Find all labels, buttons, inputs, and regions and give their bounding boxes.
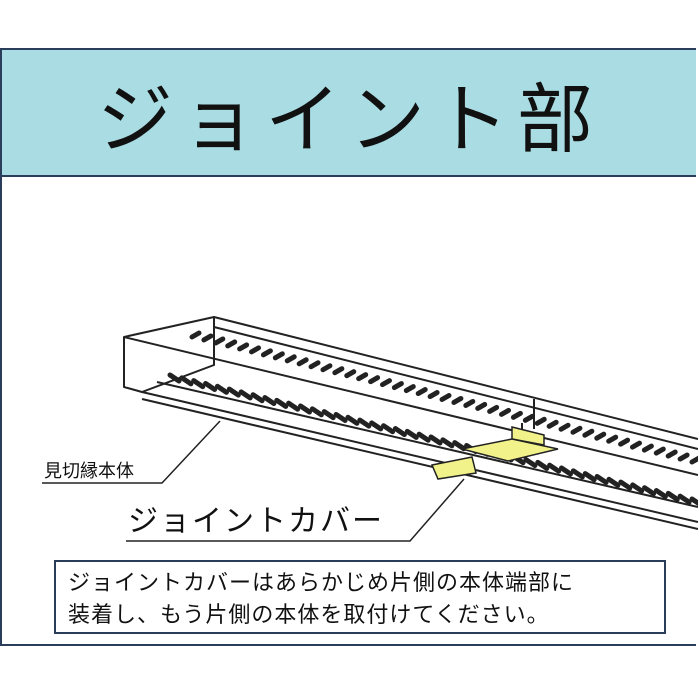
rib (689, 455, 698, 465)
rib (653, 446, 666, 456)
rib (321, 409, 336, 421)
rib (213, 336, 226, 346)
rib (487, 404, 500, 414)
note-line-1: ジョイントカバーはあらかじめ片側の本体端部に (68, 571, 575, 596)
rib (522, 413, 535, 423)
rib (308, 360, 321, 370)
rib (284, 354, 297, 364)
rib (381, 423, 396, 435)
rib (391, 381, 404, 391)
rib (415, 387, 428, 397)
rib (333, 411, 348, 423)
label-cover: ジョイントカバー (128, 504, 384, 539)
diagram-frame: ジョイント部 (0, 48, 698, 646)
rib (665, 449, 678, 459)
rib (356, 372, 369, 382)
rib (427, 390, 440, 400)
rib (499, 407, 512, 417)
rib (689, 496, 698, 507)
rib (379, 378, 392, 388)
rib (440, 437, 455, 449)
profile-body (123, 316, 698, 530)
instruction-note: ジョイントカバーはあらかじめ片側の本体端部に 装着し、もう片側の本体を取付けてく… (54, 560, 666, 634)
rib (665, 490, 680, 502)
rib (250, 392, 265, 404)
rib (368, 375, 381, 385)
rib (344, 369, 357, 379)
rib (428, 434, 443, 446)
rib (594, 431, 607, 441)
rib (594, 473, 609, 485)
rib (260, 348, 273, 358)
rib (345, 414, 360, 426)
rib (439, 393, 452, 402)
rib (618, 479, 633, 491)
rib (546, 419, 559, 429)
leader-lines (42, 420, 465, 542)
rib (274, 397, 289, 409)
rib (570, 425, 583, 435)
rib (547, 462, 562, 474)
rib (237, 342, 250, 352)
rib (262, 395, 277, 407)
rib (201, 333, 214, 343)
rib (535, 459, 550, 471)
rib (167, 372, 182, 384)
rib (582, 471, 597, 483)
rib (582, 428, 595, 438)
rib (226, 386, 241, 398)
rib (641, 443, 654, 453)
rib (534, 416, 547, 426)
rib (272, 351, 285, 361)
rib (249, 345, 262, 355)
rib (179, 375, 194, 387)
rib (332, 366, 345, 376)
rib (286, 400, 301, 412)
upper-ribs (189, 330, 698, 465)
rib (357, 417, 372, 429)
rib (629, 440, 642, 450)
rib (630, 482, 645, 494)
rib (606, 476, 621, 488)
rib (403, 384, 416, 394)
label-body: 見切縁本体 (44, 461, 134, 482)
rib (298, 403, 312, 415)
rib (392, 426, 407, 438)
rib (451, 395, 464, 405)
rib (475, 401, 488, 411)
rib (238, 389, 253, 401)
rib (203, 380, 218, 392)
rib (463, 398, 476, 408)
title-banner: ジョイント部 (2, 50, 696, 177)
rib (320, 363, 333, 373)
rib (606, 434, 619, 444)
rib (296, 357, 309, 367)
note-line-2: 装着し、もう片側の本体を取付けてください。 (68, 603, 550, 628)
joint-diagram: 見切縁本体 ジョイントカバー (42, 316, 698, 542)
rib (559, 465, 573, 477)
rib (558, 422, 571, 432)
rib (570, 468, 585, 480)
rib (214, 383, 229, 395)
rib (369, 420, 384, 432)
rib (225, 339, 238, 349)
rib (191, 378, 206, 390)
page-title: ジョイント部 (97, 74, 601, 164)
rib (618, 437, 631, 447)
rib (653, 488, 668, 500)
rib (510, 410, 523, 420)
rib (189, 330, 202, 340)
rib (677, 493, 692, 505)
rib (642, 485, 657, 497)
rib (452, 440, 467, 452)
rib (677, 452, 690, 462)
rib (416, 431, 431, 443)
joint-cover (430, 426, 559, 480)
rib (309, 406, 324, 418)
rib (523, 457, 538, 469)
rib (404, 428, 419, 440)
